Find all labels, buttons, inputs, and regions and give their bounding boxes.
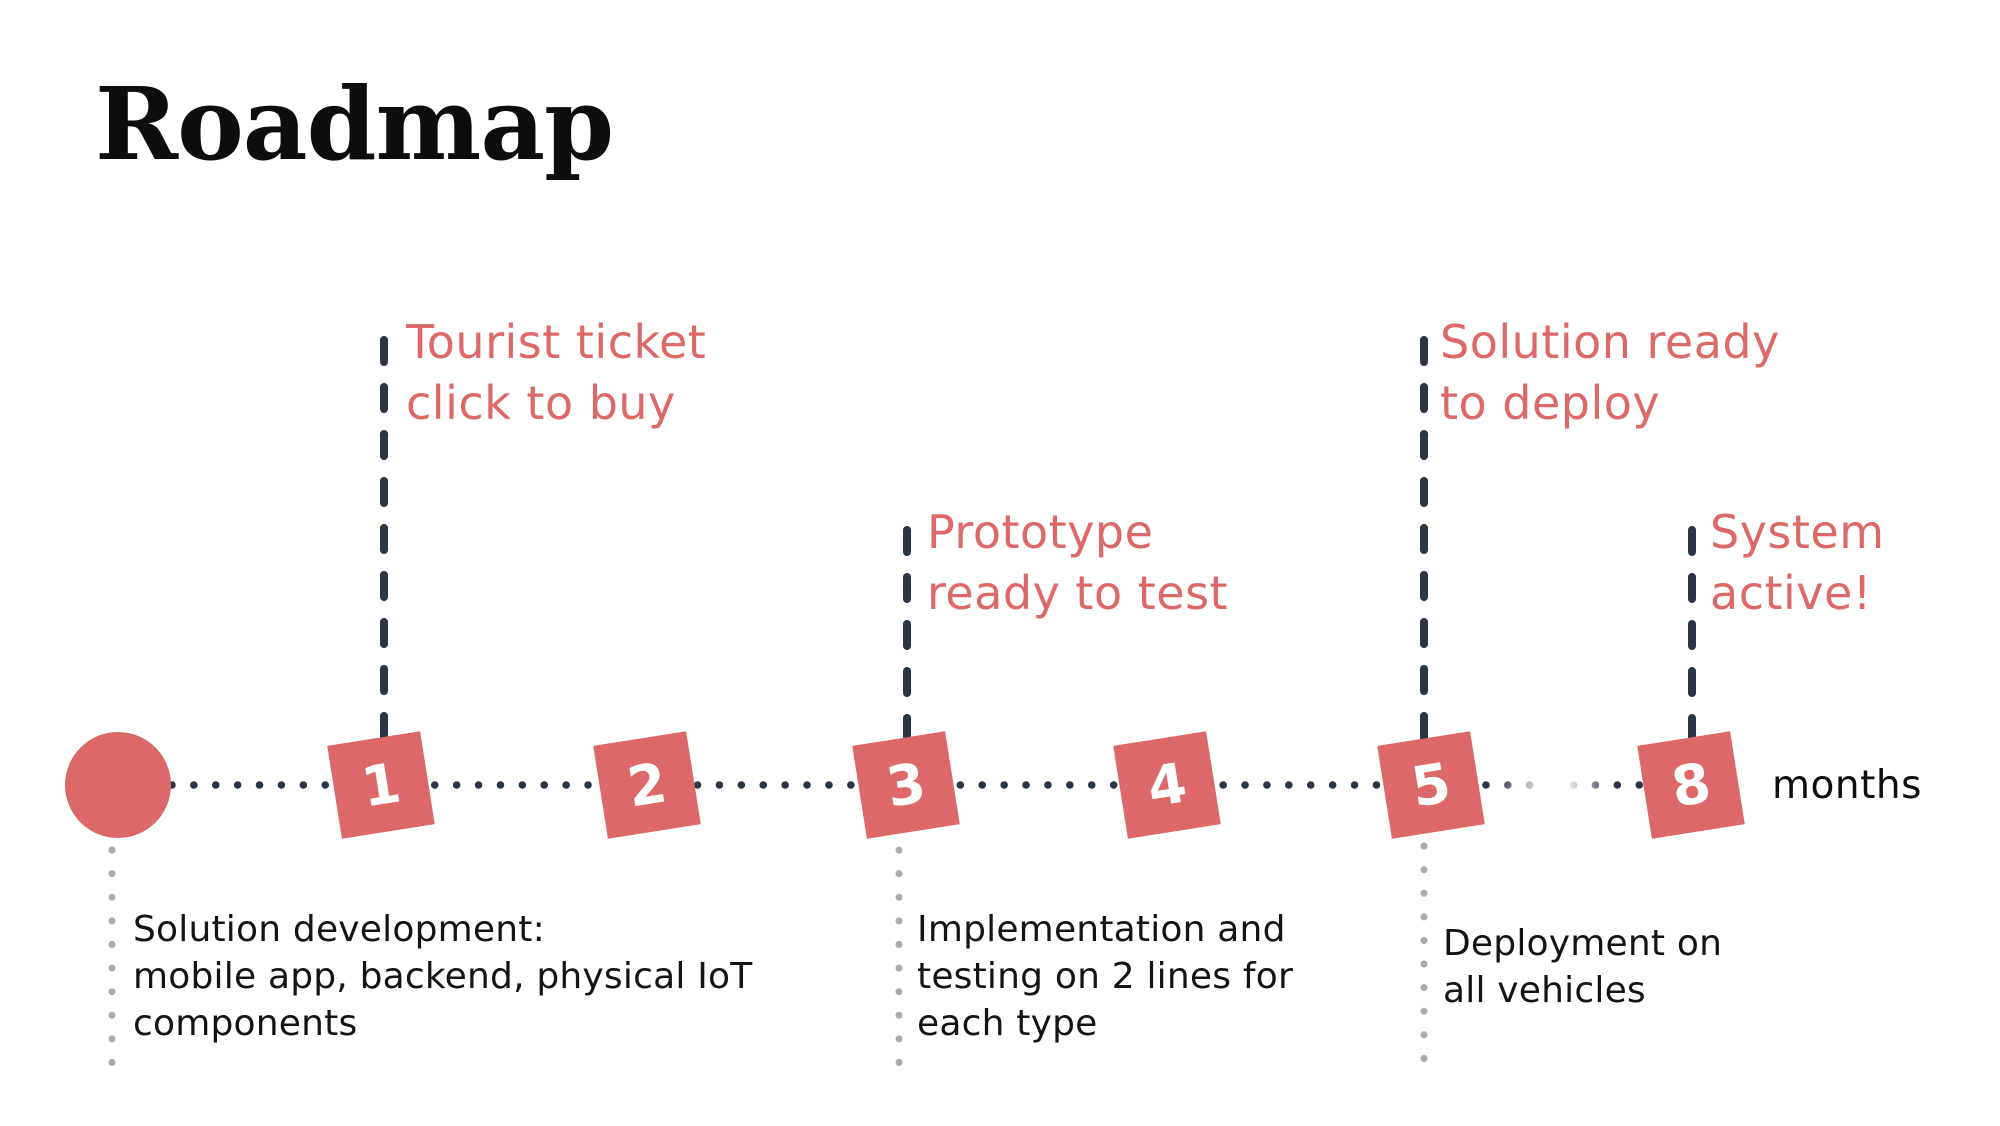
milestone-5-description: Deployment on all vehicles (1443, 923, 1723, 1011)
milestone-square-3: 3 (852, 731, 960, 839)
milestone-square-5: 5 (1377, 731, 1485, 839)
page-title: Roadmap (95, 65, 614, 183)
milestone-3-callout: Prototype ready to test (927, 505, 1229, 620)
milestone-square-4: 4 (1113, 731, 1221, 839)
axis-unit-label: months (1772, 763, 1922, 808)
timeline-start-circle (65, 732, 171, 838)
milestone-number: 2 (623, 749, 671, 820)
milestone-1-callout: Tourist ticket click to buy (406, 315, 707, 430)
milestone-number: 4 (1143, 749, 1191, 820)
milestone-number: 5 (1407, 749, 1455, 820)
milestone-5-callout: Solution ready to deploy (1440, 315, 1780, 430)
milestone-number: 3 (882, 749, 930, 820)
milestone-8-callout: System active! (1710, 505, 1885, 620)
milestone-3-description: Implementation and testing on 2 lines fo… (917, 909, 1293, 1044)
start-description: Solution development: mobile app, backen… (133, 909, 753, 1044)
milestone-square-8: 8 (1637, 731, 1745, 839)
milestone-number: 8 (1667, 749, 1715, 820)
milestone-number: 1 (357, 749, 405, 820)
timeline-gap-fade (1496, 768, 1614, 804)
milestone-square-2: 2 (593, 731, 701, 839)
milestone-square-1: 1 (327, 731, 435, 839)
